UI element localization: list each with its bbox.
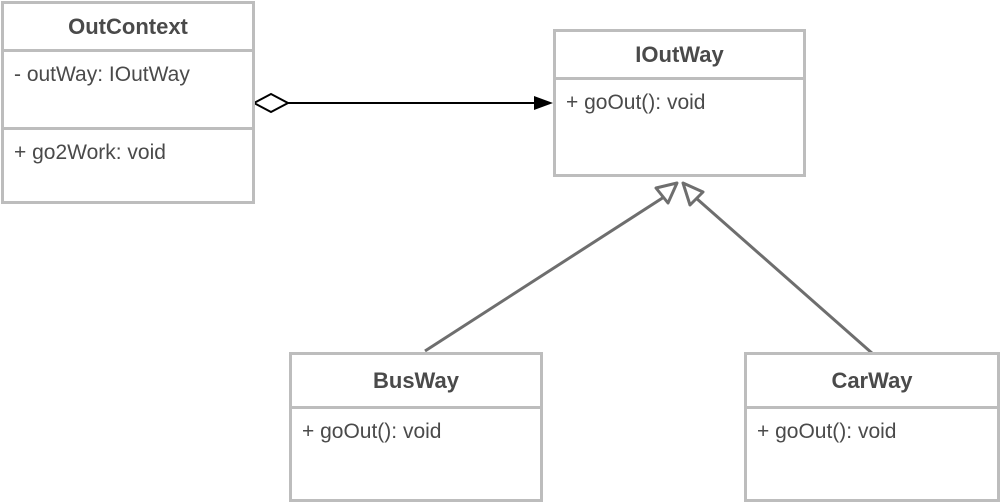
operation-goout: + goOut(): void	[566, 91, 706, 114]
realization-carway-arrowhead-icon	[681, 181, 705, 207]
operation-goout: + goOut(): void	[302, 420, 442, 443]
class-busway[interactable]: BusWay + goOut(): void	[289, 352, 543, 502]
aggregation-diamond-icon	[251, 92, 291, 114]
class-carway[interactable]: CarWay + goOut(): void	[744, 352, 1000, 502]
realization-busway-connector[interactable]	[424, 181, 679, 353]
realization-carway-connector[interactable]	[681, 181, 874, 356]
operation-goout: + goOut(): void	[757, 420, 897, 443]
attribute-outway: - outWay: IOutWay	[14, 63, 190, 86]
class-carway-operations: + goOut(): void	[747, 409, 997, 447]
class-ioutway-operations: + goOut(): void	[556, 80, 803, 118]
class-outcontext-operations: + go2Work: void	[4, 130, 252, 168]
class-busway-name: BusWay	[292, 355, 540, 409]
class-outcontext[interactable]: OutContext - outWay: IOutWay + go2Work: …	[1, 1, 255, 204]
navigable-arrowhead-icon	[534, 96, 553, 110]
operation-go2work: + go2Work: void	[14, 141, 166, 164]
class-ioutway-name: IOutWay	[556, 32, 803, 80]
class-ioutway[interactable]: IOutWay + goOut(): void	[553, 29, 806, 177]
aggregation-connector[interactable]	[251, 92, 553, 114]
realization-carway-line	[695, 196, 874, 356]
class-busway-operations: + goOut(): void	[292, 409, 540, 447]
realization-busway-arrowhead-icon	[654, 181, 679, 205]
class-outcontext-name: OutContext	[4, 4, 252, 52]
realization-busway-line	[424, 195, 665, 353]
class-carway-name: CarWay	[747, 355, 997, 409]
class-outcontext-attributes: - outWay: IOutWay	[4, 52, 252, 130]
